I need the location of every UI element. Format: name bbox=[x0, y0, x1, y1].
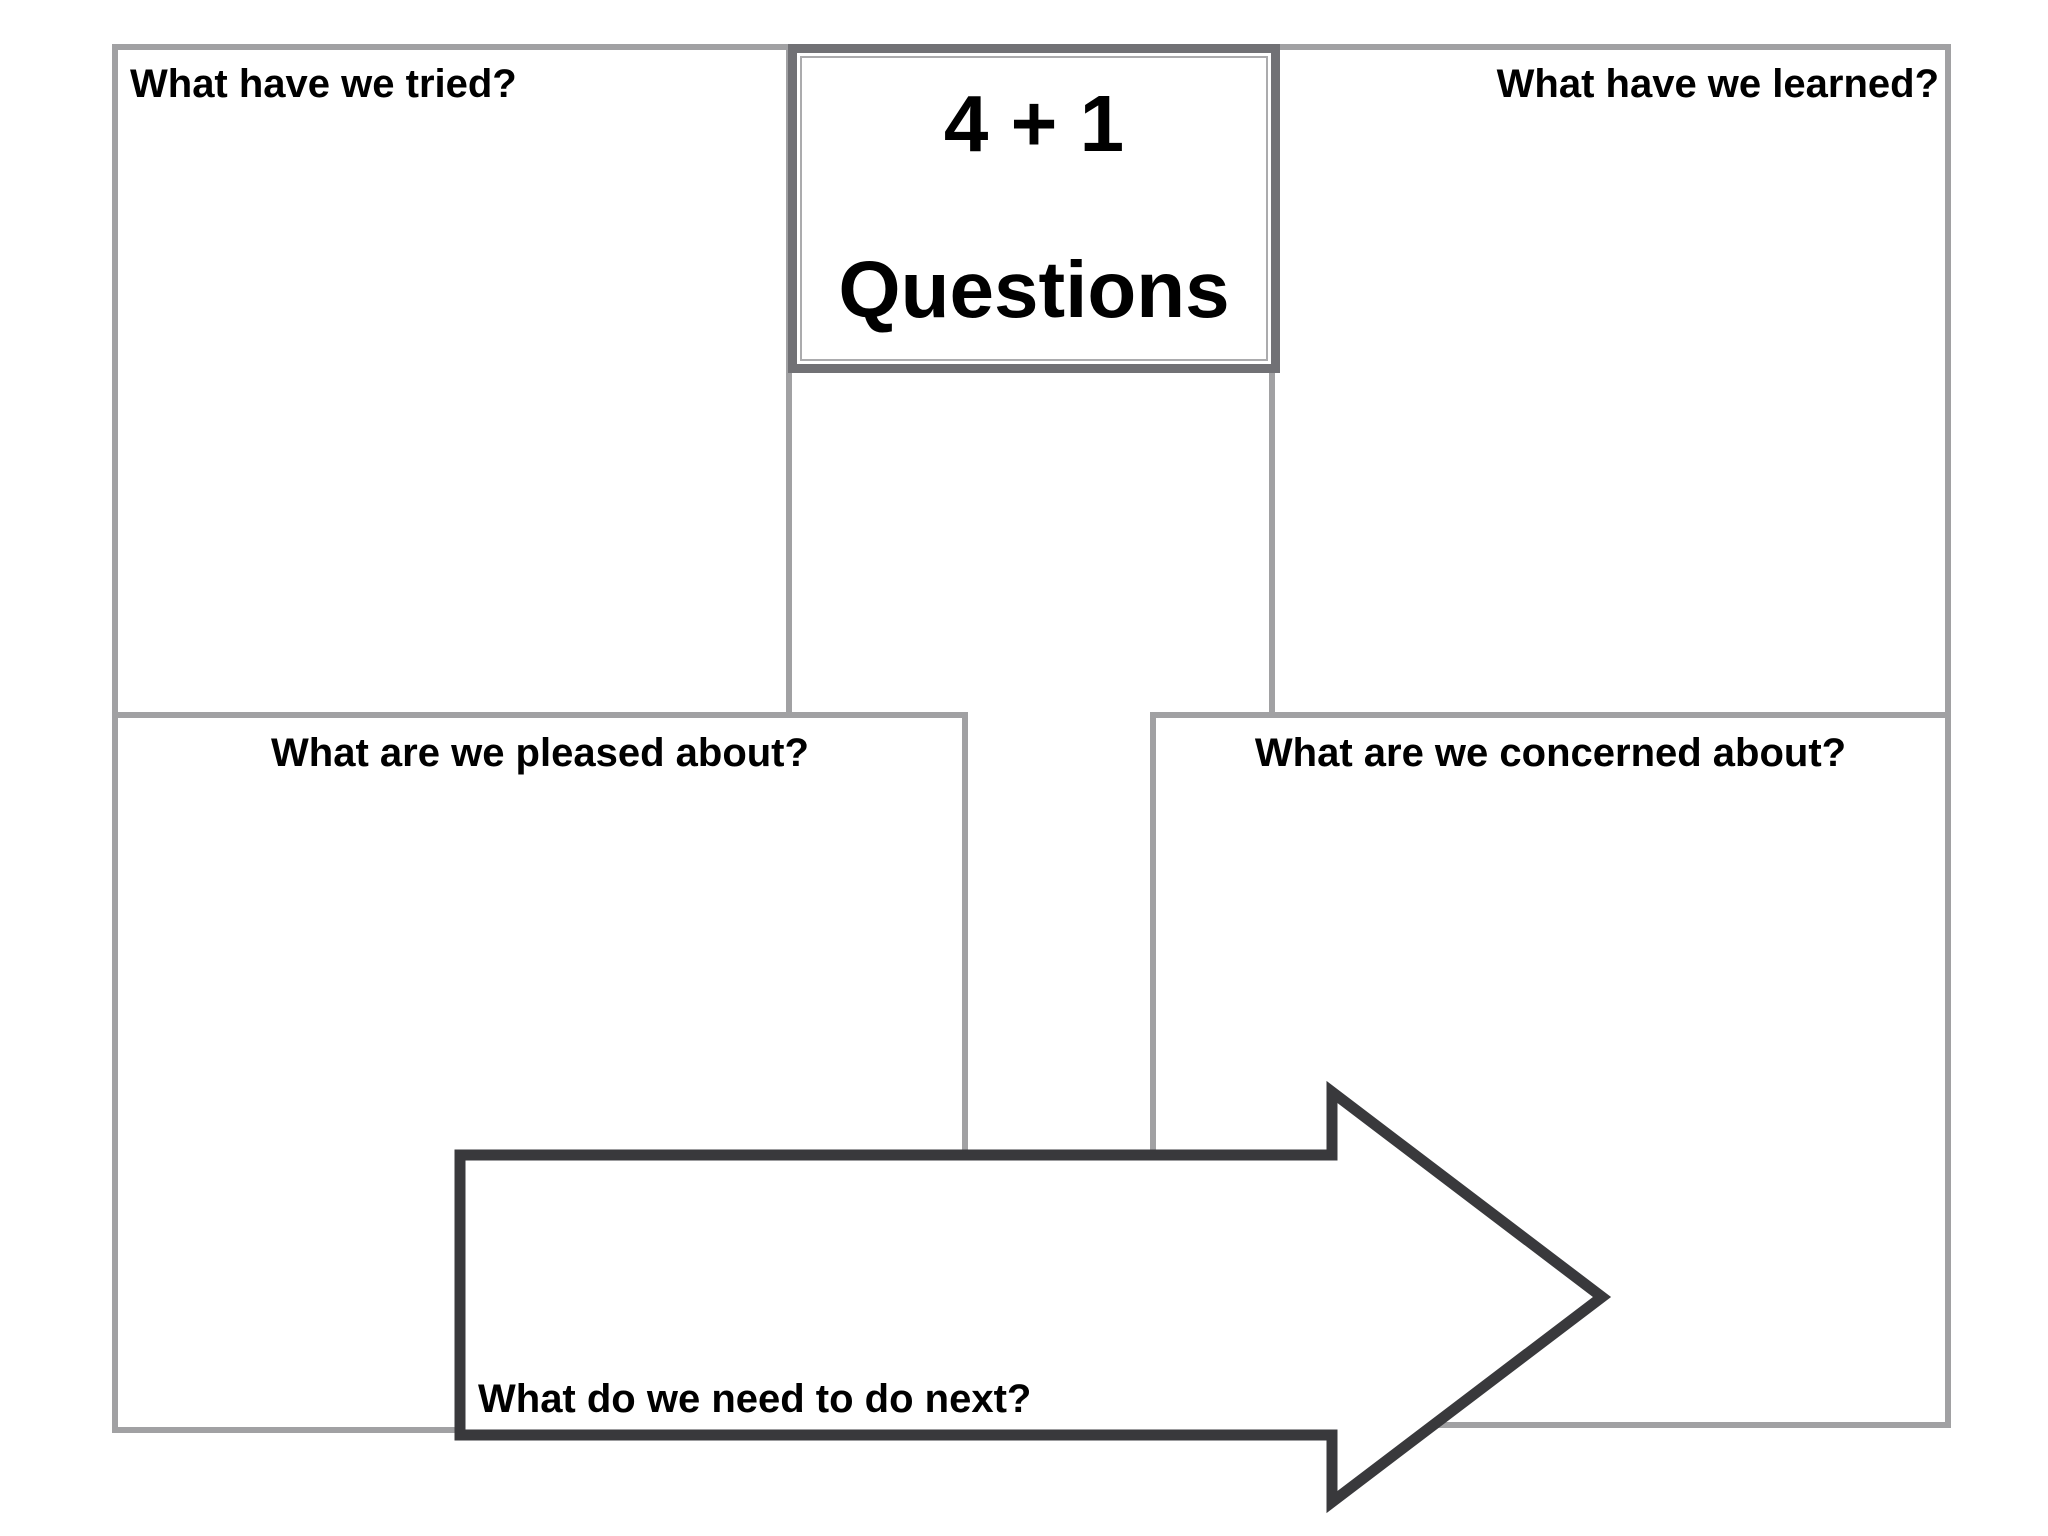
quadrant-tried-label: What have we tried? bbox=[130, 62, 517, 106]
arrow-shape[interactable] bbox=[454, 1080, 1612, 1514]
quadrant-pleased-label: What are we pleased about? bbox=[271, 731, 809, 775]
title-box-inner-border bbox=[800, 56, 1268, 361]
title-line-2: Questions bbox=[838, 245, 1230, 334]
arrow-label: What do we need to do next? bbox=[478, 1377, 1032, 1421]
quadrant-concerned-label: What are we concerned about? bbox=[1254, 731, 1847, 775]
quadrant-learned-label: What have we learned? bbox=[1496, 62, 1939, 106]
title-box: 4 + 1 Questions bbox=[788, 44, 1280, 373]
title-line-1: 4 + 1 bbox=[943, 79, 1125, 168]
quadrant-tried-area[interactable]: What have we tried? bbox=[112, 44, 792, 718]
